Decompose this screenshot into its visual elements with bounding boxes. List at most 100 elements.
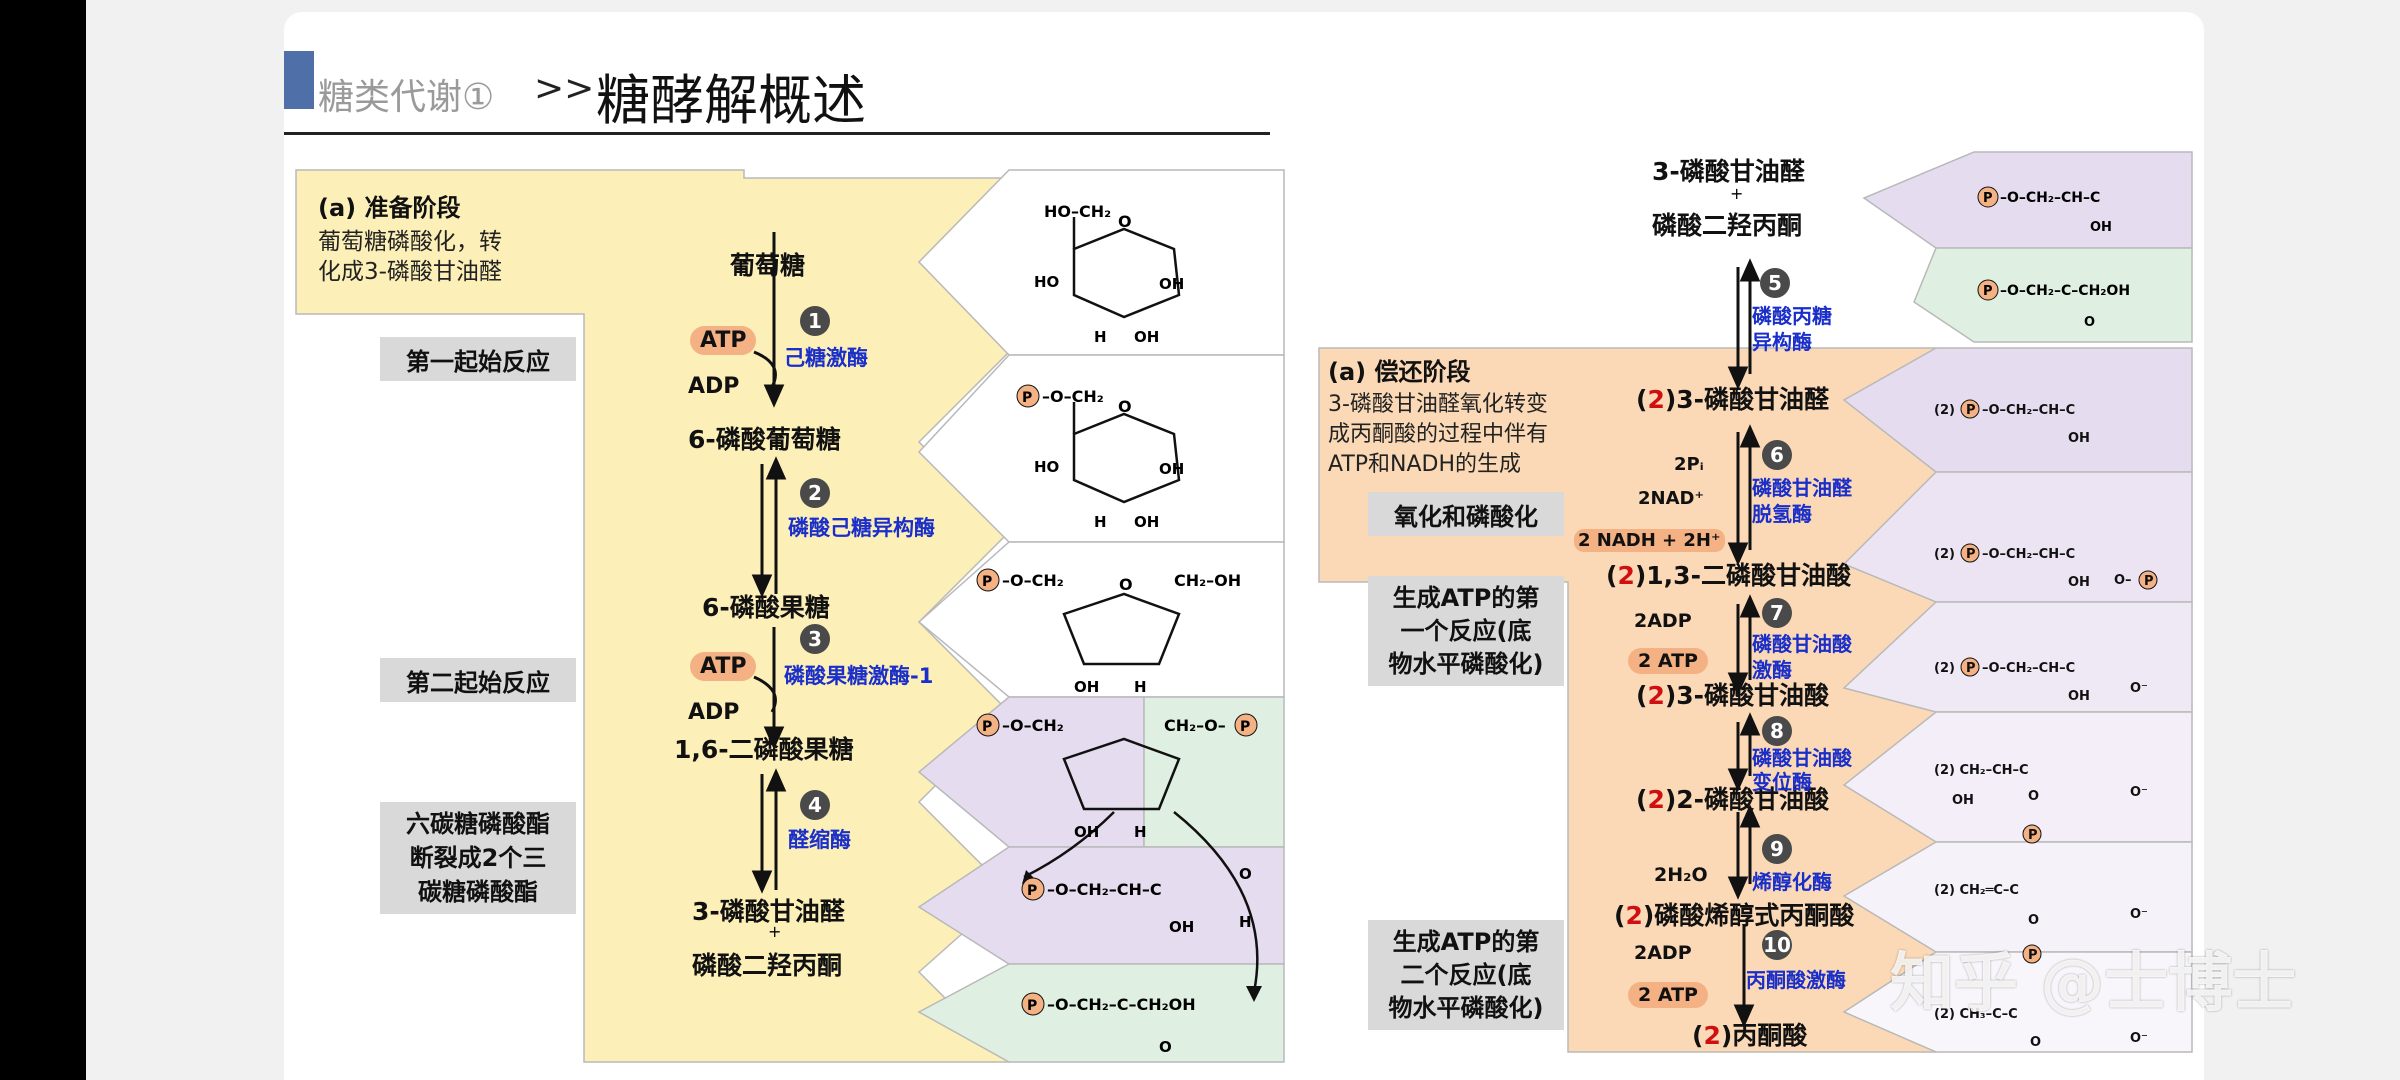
metabolite-name: 1,3-二磷酸甘油酸 — [1646, 561, 1851, 590]
svg-text:–O–CH₂–CH–C: –O–CH₂–CH–C — [2000, 190, 2100, 206]
step3-adp: ADP — [688, 700, 740, 725]
svg-text:P: P — [1240, 719, 1250, 735]
slide: 糖类代谢① >> 糖酵解概述 — [284, 12, 2296, 1080]
svg-text:P: P — [1022, 390, 1032, 406]
svg-text:–O–CH₂–CH–C: –O–CH₂–CH–C — [1982, 547, 2075, 562]
svg-text:P: P — [1966, 547, 1976, 562]
svg-text:O⁻: O⁻ — [2130, 907, 2148, 922]
multiplier: 2 — [1647, 785, 1665, 814]
svg-text:–O–CH₂–CH–C: –O–CH₂–CH–C — [1047, 880, 1162, 899]
step10-atp: 2 ATP — [1628, 982, 1708, 1008]
metabolite-dhap-left: 磷酸二羟丙酮 — [692, 951, 843, 980]
dhap-structure-left: P –O–CH₂–C–CH₂OH O — [1021, 992, 1196, 1056]
prep-arrows — [751, 232, 787, 894]
svg-text:–O–CH₂: –O–CH₂ — [1002, 571, 1064, 590]
svg-text:O: O — [1118, 212, 1132, 231]
prep-side-label-2: 第二起始反应 — [380, 658, 576, 702]
step8-enzyme-line2: 变位酶 — [1752, 770, 1812, 794]
svg-text:P: P — [2028, 828, 2038, 843]
svg-text:OH: OH — [2090, 220, 2112, 235]
step10-adp: 2ADP — [1634, 942, 1692, 964]
payoff-metabolite-13bpg: (2)1,3-二磷酸甘油酸 — [1606, 561, 1851, 590]
payoff-desc-line3: ATP和NADH的生成 — [1328, 452, 1522, 477]
svg-text:OH: OH — [1074, 678, 1099, 696]
payoff-side-label-2-line1: 生成ATP的第 — [1392, 583, 1540, 612]
metabolite-name: 磷酸烯醇式丙酮酸 — [1654, 901, 1855, 930]
svg-text:OH: OH — [1074, 823, 1099, 841]
metabolite-gap-left: 3-磷酸甘油醛 — [692, 897, 845, 926]
svg-text:H: H — [1134, 823, 1147, 841]
multiplier: 2 — [1703, 1021, 1721, 1050]
svg-text:P: P — [1983, 191, 1993, 206]
svg-text:–O–CH₂: –O–CH₂ — [1042, 387, 1104, 406]
payoff-side-label-2: 生成ATP的第 一个反应(底 物水平磷酸化) — [1368, 576, 1564, 686]
step9-water: 2H₂O — [1654, 864, 1708, 886]
svg-text:H: H — [1239, 913, 1252, 931]
title-underline — [284, 132, 1270, 135]
left-black-bar — [0, 0, 86, 1080]
payoff-metabolite-pyruvate: (2)丙酮酸 — [1692, 1021, 1808, 1050]
step3-enzyme: 磷酸果糖激酶-1 — [784, 664, 934, 688]
step7-number: 7 — [1762, 598, 1792, 628]
svg-text:O: O — [2028, 913, 2039, 928]
prep-heading: (a) 准备阶段 — [318, 194, 461, 222]
prep-side-label-1: 第一起始反应 — [380, 337, 576, 381]
payoff-desc-line2: 成丙酮酸的过程中伴有 — [1328, 422, 1549, 447]
metabolite-name: 3-磷酸甘油醛 — [1676, 385, 1830, 414]
svg-text:OH: OH — [2068, 431, 2090, 446]
svg-text:P: P — [1966, 661, 1976, 676]
step7-enzyme-line1: 磷酸甘油酸 — [1752, 632, 1852, 656]
step6-enzyme-line2: 脱氢酶 — [1752, 502, 1812, 526]
step5-number: 5 — [1760, 268, 1790, 298]
svg-text:O⁻: O⁻ — [2130, 681, 2148, 696]
prep-side-label-3: 六碳糖磷酸酯 断裂成2个三 碳糖磷酸酯 — [380, 802, 576, 914]
svg-text:O: O — [1118, 397, 1132, 416]
multiplier: 2 — [1625, 901, 1643, 930]
step6-enzyme-line1: 磷酸甘油醛 — [1752, 476, 1852, 500]
svg-text:H: H — [1094, 328, 1107, 346]
svg-text:O: O — [2028, 789, 2039, 804]
svg-text:P: P — [1027, 998, 1037, 1014]
svg-text:–O–CH₂–C–CH₂OH: –O–CH₂–C–CH₂OH — [2000, 283, 2130, 299]
payoff-side-label-1: 氧化和磷酸化 — [1368, 492, 1564, 536]
step2-number: 2 — [800, 478, 830, 508]
svg-text:–O–CH₂: –O–CH₂ — [1002, 716, 1064, 735]
multiplier: 2 — [1647, 385, 1665, 414]
svg-text:(2) CH₂–CH–C: (2) CH₂–CH–C — [1934, 763, 2029, 778]
svg-text:P: P — [982, 719, 992, 735]
payoff-side-label-3-line2: 二个反应(底 — [1400, 960, 1532, 989]
svg-text:–O–CH₂–CH–C: –O–CH₂–CH–C — [1982, 403, 2075, 418]
payoff-side-label-3-line1: 生成ATP的第 — [1392, 927, 1540, 956]
multiplier: 2 — [1647, 681, 1665, 710]
svg-text:O–: O– — [2114, 573, 2132, 588]
cleavage-arrowhead-2 — [1246, 986, 1262, 1002]
svg-text:P: P — [982, 574, 992, 590]
step2-enzyme: 磷酸己糖异构酶 — [788, 516, 935, 540]
payoff-side-label-3-line3: 物水平磷酸化) — [1388, 993, 1544, 1022]
svg-text:P: P — [2028, 948, 2038, 963]
svg-text:HO: HO — [1034, 273, 1059, 291]
step7-enzyme-line2: 激酶 — [1752, 658, 1792, 682]
step9-number: 9 — [1762, 834, 1792, 864]
payoff-arrows — [1727, 258, 1761, 1028]
step6-input-nad: 2NAD⁺ — [1638, 488, 1704, 509]
svg-text:P: P — [1983, 284, 1993, 299]
metabolite-name: 3-磷酸甘油酸 — [1676, 681, 1830, 710]
svg-text:OH: OH — [1169, 918, 1194, 936]
payoff-metabolite-2pg: (2)2-磷酸甘油酸 — [1636, 785, 1830, 814]
payoff-struct-6-bg — [1842, 951, 2193, 1053]
svg-text:OH: OH — [1159, 460, 1184, 478]
step8-enzyme-line1: 磷酸甘油酸 — [1752, 746, 1852, 770]
svg-text:CH₂–O–: CH₂–O– — [1164, 716, 1226, 735]
payoff-metabolite-3pg: (2)3-磷酸甘油酸 — [1636, 681, 1830, 710]
metabolite-f6p: 6-磷酸果糖 — [702, 593, 830, 622]
step1-number: 1 — [800, 306, 830, 336]
title-separator: >> — [534, 68, 595, 109]
svg-text:O: O — [2030, 1035, 2041, 1050]
svg-text:OH: OH — [2068, 689, 2090, 704]
svg-text:H: H — [1134, 678, 1147, 696]
